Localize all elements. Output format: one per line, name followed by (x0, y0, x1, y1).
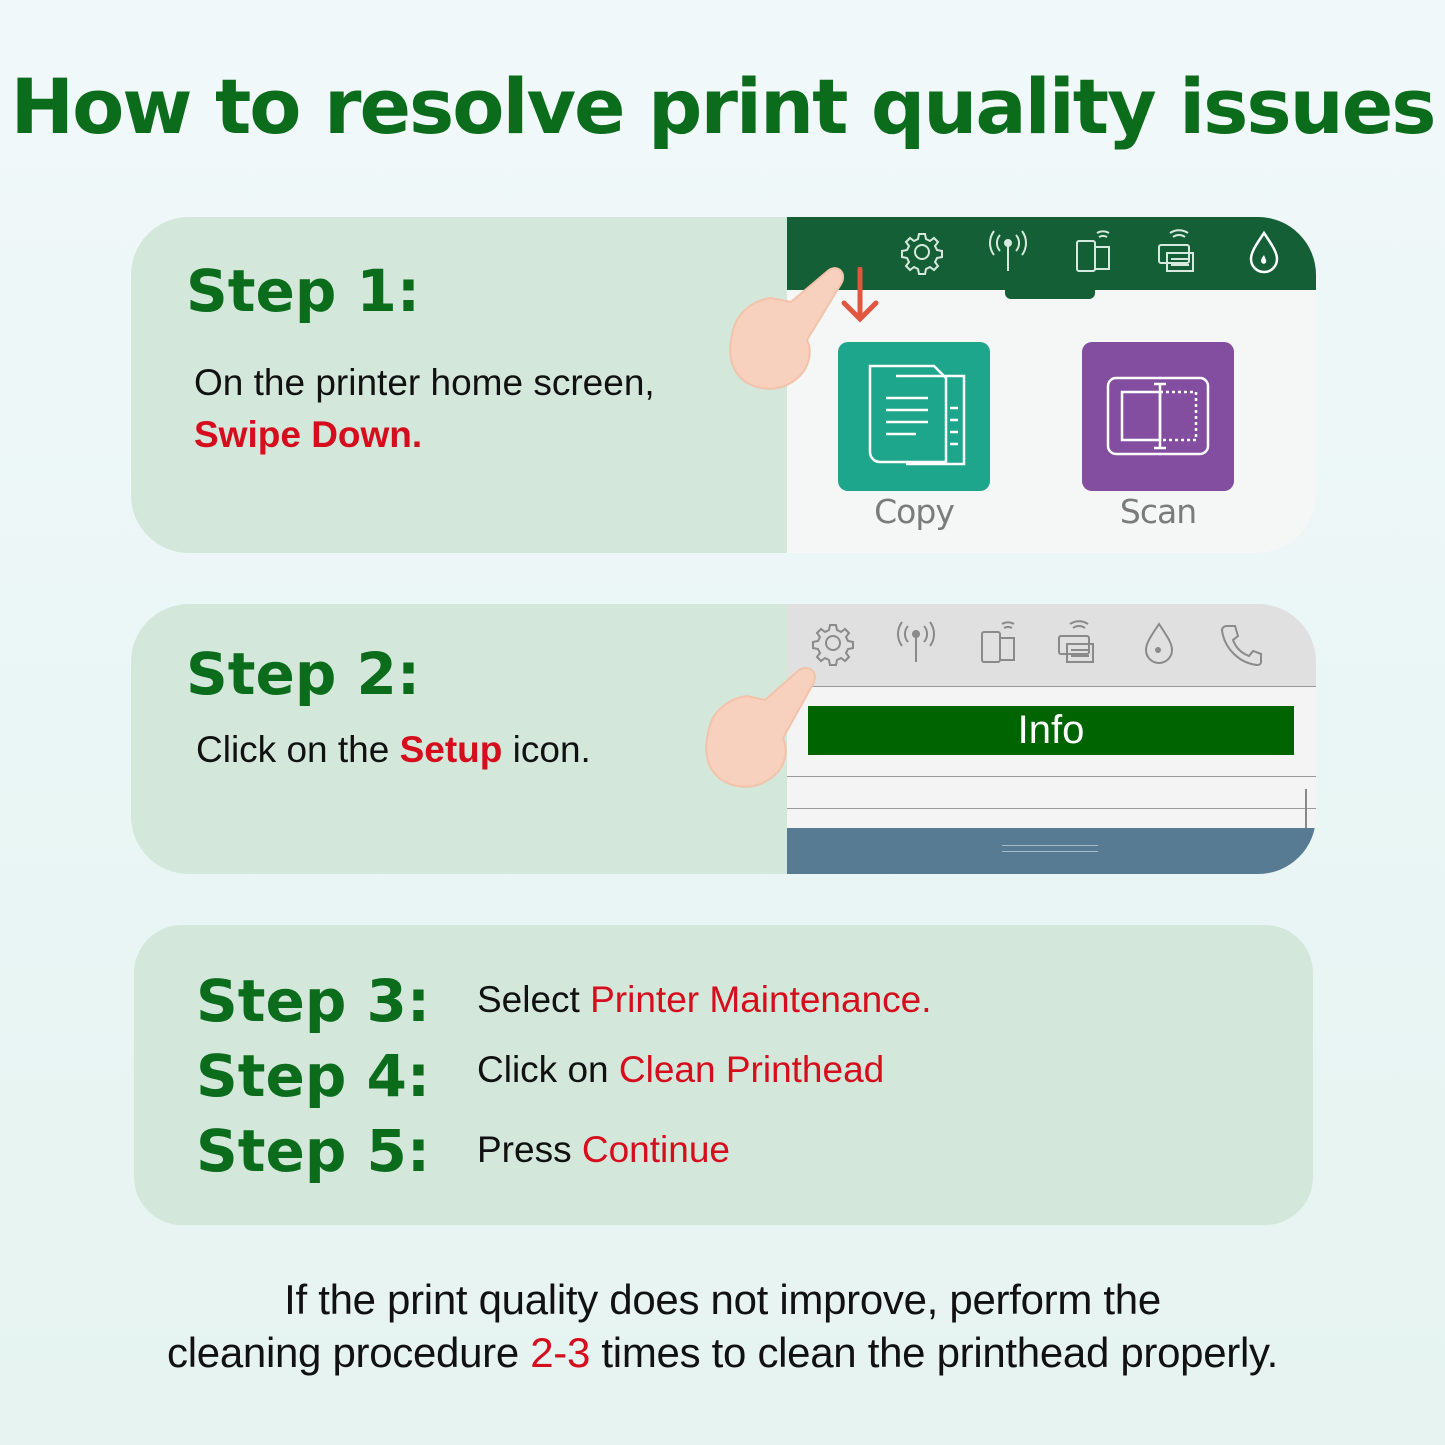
step5-heading: Step 5: (196, 1117, 431, 1185)
step2-description: Click on the Setup icon. (196, 724, 591, 776)
gear-icon[interactable] (810, 620, 856, 666)
mobile-print-icon[interactable] (1072, 229, 1118, 275)
footer-line-2: cleaning procedure 2-3 times to clean th… (0, 1326, 1445, 1379)
footer-line-1: If the print quality does not improve, p… (284, 1276, 1161, 1323)
step3-heading: Step 3: (196, 967, 431, 1035)
footer-text-before: cleaning procedure (167, 1329, 531, 1376)
printer-dashboard-screen: Info (787, 604, 1316, 874)
ink-drop-icon[interactable] (1244, 229, 1284, 275)
drawer-handle (1002, 845, 1098, 846)
wireless-icon[interactable] (985, 229, 1031, 275)
scan-label: Scan (1119, 492, 1197, 531)
step2-text-after: icon. (502, 729, 591, 770)
copy-tile[interactable] (838, 342, 990, 491)
fax-icon[interactable] (1055, 620, 1101, 666)
step2-heading: Step 2: (186, 640, 421, 708)
page-title: How to resolve print quality issues (10, 62, 1436, 151)
divider (787, 808, 1316, 809)
copy-icon (868, 364, 966, 466)
footer-highlight: 2-3 (530, 1329, 591, 1376)
printer-home-screen: Copy Scan (787, 217, 1316, 553)
step2-highlight: Setup (399, 729, 503, 770)
step1-heading: Step 1: (186, 257, 421, 325)
step5-description: Press Continue (477, 1124, 730, 1176)
phone-icon[interactable] (1219, 622, 1263, 666)
step1-description: On the printer home screen, Swipe Down. (194, 357, 655, 461)
step4-text: Click on (477, 1049, 619, 1090)
wireless-icon[interactable] (893, 620, 939, 666)
hand-pointer-icon (729, 267, 845, 390)
step5-text: Press (477, 1129, 582, 1170)
scan-icon (1106, 376, 1210, 456)
step3-text: Select (477, 979, 591, 1020)
step4-heading: Step 4: (196, 1042, 431, 1110)
step2-text-before: Click on the (196, 729, 400, 770)
copy-label: Copy (874, 492, 955, 531)
mobile-print-icon[interactable] (977, 620, 1023, 666)
ink-drop-icon[interactable] (1139, 620, 1179, 666)
hand-pointer-icon (705, 666, 816, 788)
footer-text-after: times to clean the printhead properly. (590, 1329, 1278, 1376)
step4-highlight: Clean Printhead (618, 1049, 885, 1090)
step4-description: Click on Clean Printhead (477, 1044, 884, 1096)
info-menu-item[interactable]: Info (808, 706, 1294, 755)
arrow-down-icon (841, 267, 879, 323)
fax-icon[interactable] (1155, 229, 1201, 275)
bottom-drawer[interactable] (787, 828, 1316, 874)
steps-345-card: Step 3: Step 4: Step 5: Select Printer M… (134, 925, 1313, 1225)
step5-highlight: Continue (581, 1129, 730, 1170)
step2-card: Step 2: Click on the Setup icon. (131, 604, 1316, 874)
scrollbar[interactable] (1305, 789, 1307, 839)
drawer-handle (1002, 851, 1098, 852)
step1-card: Step 1: On the printer home screen, Swip… (131, 217, 1316, 553)
step3-highlight: Printer Maintenance. (590, 979, 932, 1020)
gear-icon[interactable] (899, 229, 945, 275)
divider (787, 776, 1316, 777)
step1-text: On the printer home screen, (194, 362, 655, 403)
footer-note: If the print quality does not improve, p… (0, 1273, 1445, 1379)
status-bar (787, 217, 1316, 290)
step3-description: Select Printer Maintenance. (477, 974, 932, 1026)
swipe-tab[interactable] (1005, 287, 1095, 299)
scan-tile[interactable] (1082, 342, 1234, 491)
step1-highlight: Swipe Down. (194, 414, 423, 455)
